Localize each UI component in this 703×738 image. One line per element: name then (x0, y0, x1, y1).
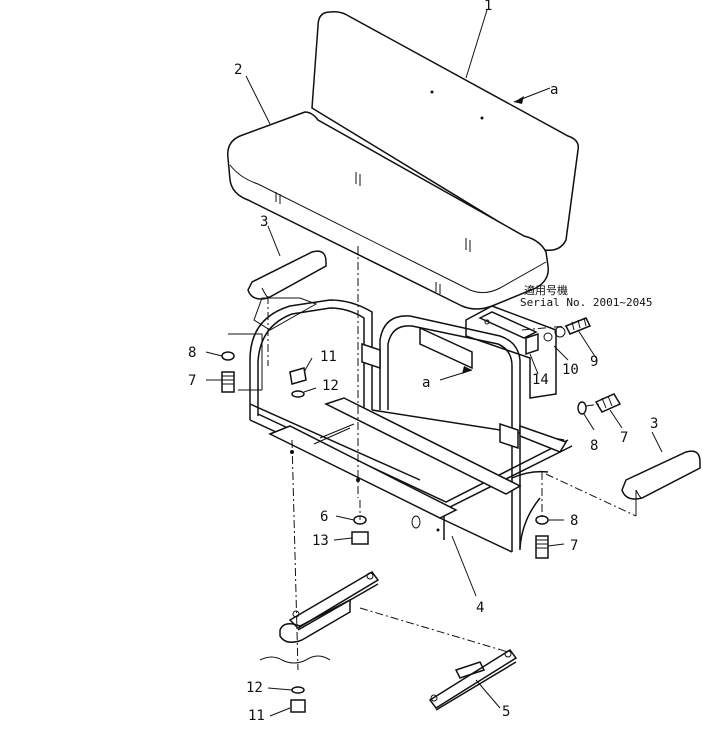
label-part-8-bottom: 8 (570, 513, 578, 529)
label-part-9: 9 (590, 354, 598, 370)
label-part-5: 5 (502, 704, 510, 720)
slide-rail-assembly (259, 571, 518, 711)
label-part-14: 14 (532, 372, 549, 388)
label-part-7-left: 7 (188, 373, 196, 389)
label-part-3-right: 3 (650, 416, 658, 432)
label-part-11-top: 11 (320, 349, 337, 365)
label-part-13: 13 (312, 533, 329, 549)
label-view-a-mid: a (422, 375, 430, 391)
center-lines (228, 246, 637, 671)
serial-bracket-parts (465, 305, 592, 399)
label-part-1: 1 (484, 0, 492, 14)
label-part-2: 2 (234, 62, 242, 78)
label-view-a-top: a (550, 82, 558, 98)
backrest-cushion (311, 11, 580, 252)
label-part-10: 10 (562, 362, 579, 378)
part-labels: 1 2 3 3 4 5 6 7 7 7 8 8 8 9 10 11 11 12 … (188, 0, 658, 724)
label-part-8-mid: 8 (590, 438, 598, 454)
label-part-3-left: 3 (260, 214, 268, 230)
armrest-right (621, 450, 701, 500)
label-part-4: 4 (476, 600, 484, 616)
armrest-left (247, 250, 327, 331)
label-part-7-mid: 7 (620, 430, 628, 446)
serial-note-heading: 適用号機 (524, 283, 568, 297)
view-arrows (462, 96, 524, 374)
serial-note-range: Serial No. 2001~2045 (520, 296, 652, 309)
label-part-12-bottom: 12 (246, 680, 263, 696)
seat-frame (249, 299, 573, 553)
label-part-6: 6 (320, 509, 328, 525)
hardware (221, 351, 622, 713)
label-part-11-bottom: 11 (248, 708, 265, 724)
leader-lines (205, 9, 663, 717)
label-part-7-bottom: 7 (570, 538, 578, 554)
label-part-12-top: 12 (322, 378, 339, 394)
serial-note: 適用号機 Serial No. 2001~2045 (520, 283, 652, 309)
label-part-8-left: 8 (188, 345, 196, 361)
